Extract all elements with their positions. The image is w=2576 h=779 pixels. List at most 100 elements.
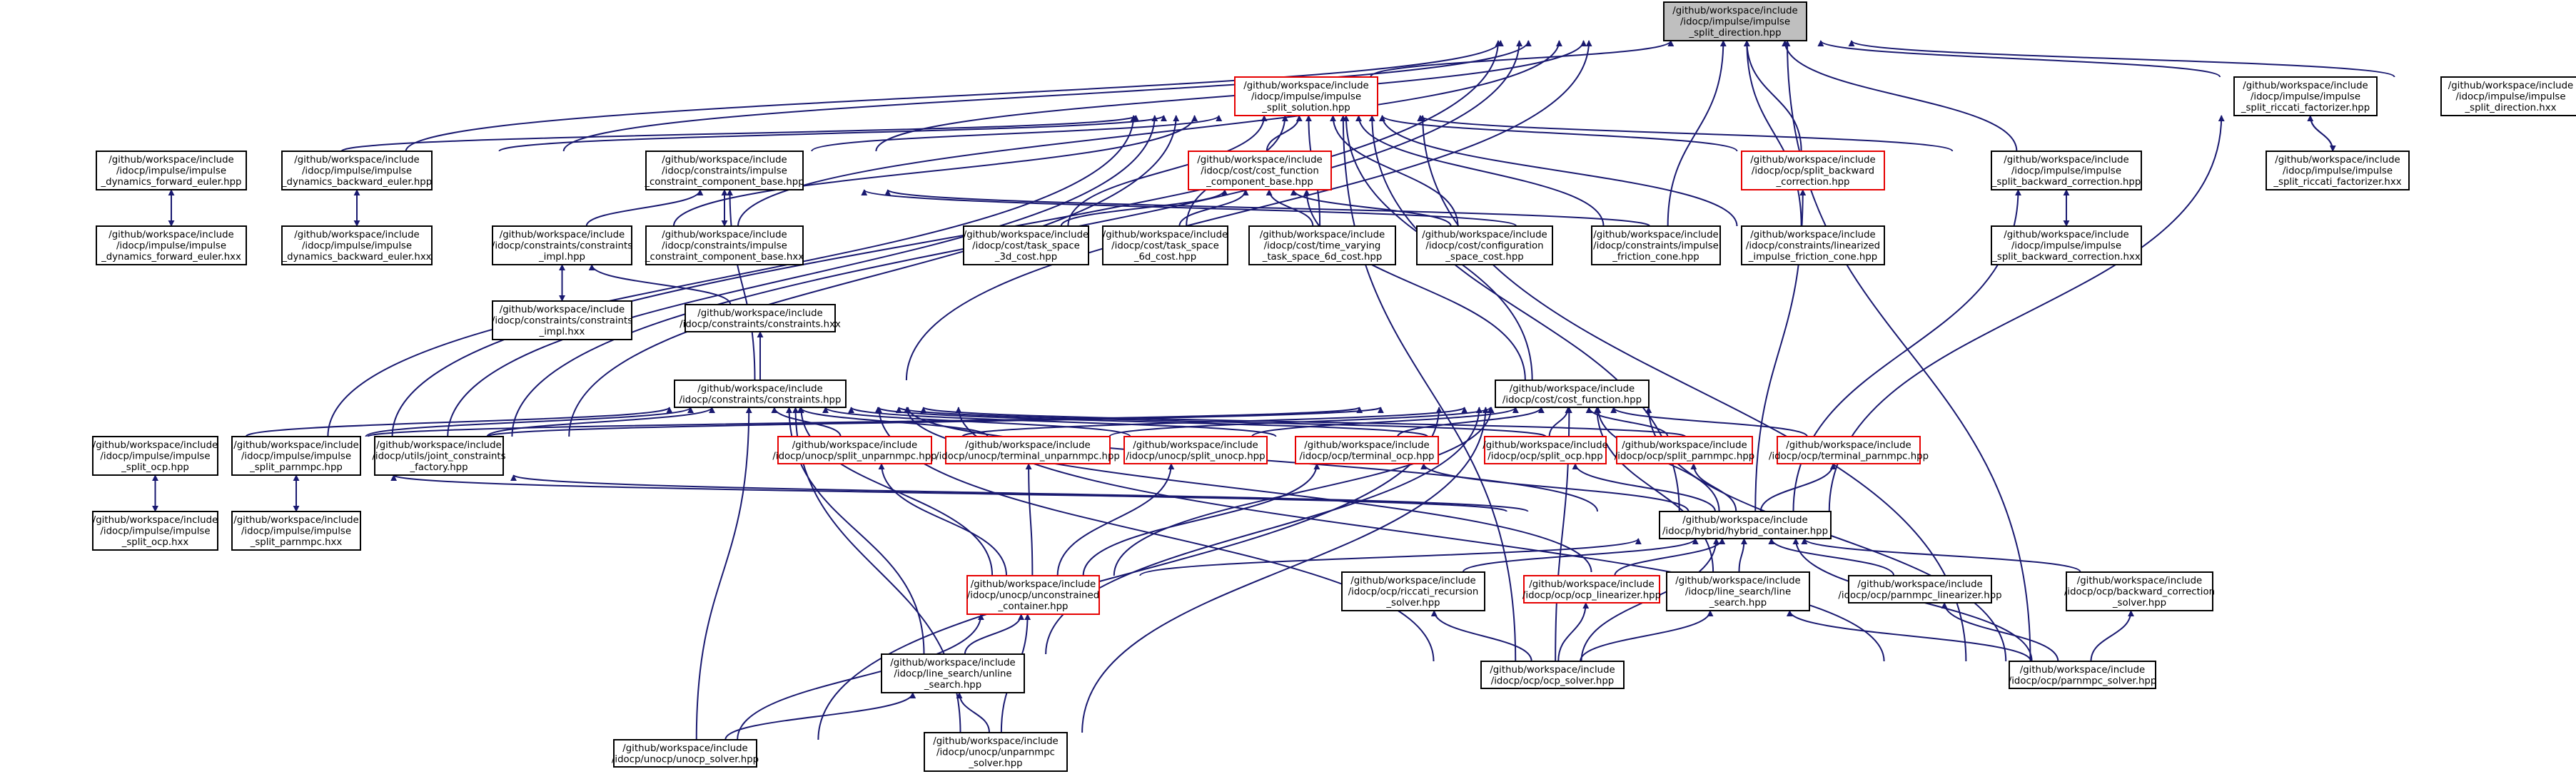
node-ricfac[interactable]: /github/workspace/include/idocp/impulse/… — [2233, 76, 2378, 116]
edge-cimpl-to-ccb — [585, 189, 704, 227]
node-label-line: _solver.hpp — [1385, 598, 1440, 609]
node-cfhpp[interactable]: /github/workspace/include/idocp/cost/cos… — [1495, 380, 1650, 408]
node-label-line: _constraint_component_base.hxx — [645, 252, 804, 263]
edge-hyb-to-ricfac — [1828, 115, 2225, 512]
node-ricfachxx[interactable]: /github/workspace/include/idocp/impulse/… — [2266, 151, 2410, 190]
node-dbehxx[interactable]: /github/workspace/include/idocp/impulse/… — [281, 225, 433, 265]
node-usu[interactable]: /github/workspace/include/idocp/unocp/sp… — [772, 436, 937, 464]
edge-uocps-to-ucont — [737, 613, 984, 740]
node-box — [96, 151, 247, 190]
node-label-line: /idocp/impulse/impulse — [2455, 92, 2565, 103]
edge-ucont-to-utu — [1025, 463, 1034, 576]
node-label-line: /idocp/impulse/impulse — [2011, 166, 2121, 177]
node-box — [777, 436, 932, 464]
node-label-line: _split_backward_correction.hpp — [1991, 177, 2141, 188]
node-cfcb[interactable]: /github/workspace/include/idocp/cost/cos… — [1188, 151, 1332, 190]
edge-dfe-to-sol — [340, 115, 1139, 152]
edge-sol-to-root — [1370, 40, 1675, 78]
node-ts3d[interactable]: /github/workspace/include/idocp/cost/tas… — [963, 225, 1089, 265]
edge-ucont-to-otocp — [1082, 463, 1320, 576]
node-cimpl[interactable]: /github/workspace/include/idocp/constrai… — [492, 225, 632, 265]
node-chpp[interactable]: /github/workspace/include/idocp/constrai… — [674, 380, 847, 408]
node-jcf[interactable]: /github/workspace/include/idocp/utils/jo… — [372, 436, 506, 476]
node-ccbhxx[interactable]: /github/workspace/include/idocp/constrai… — [645, 225, 804, 265]
node-box — [945, 436, 1111, 464]
node-hyb[interactable]: /github/workspace/include/idocp/hybrid/h… — [1659, 511, 1832, 539]
node-ospm[interactable]: /github/workspace/include/idocp/ocp/spli… — [1615, 436, 1754, 464]
node-box — [2266, 151, 2410, 190]
node-dirhxx[interactable]: /github/workspace/include/idocp/impulse/… — [2440, 76, 2576, 116]
node-dfehxx[interactable]: /github/workspace/include/idocp/impulse/… — [96, 225, 247, 265]
node-box — [1188, 151, 1332, 190]
node-ts6d[interactable]: /github/workspace/include/idocp/cost/tas… — [1102, 225, 1228, 265]
node-label-line: /idocp/constraints/constraints — [492, 241, 632, 252]
edge-jcf-to-sol — [568, 115, 1180, 437]
node-usoc[interactable]: /github/workspace/include/idocp/unocp/sp… — [1123, 436, 1268, 464]
node-cimplhxx[interactable]: /github/workspace/include/idocp/constrai… — [492, 300, 632, 340]
node-chxx[interactable]: /github/workspace/include/idocp/constrai… — [680, 304, 841, 332]
node-utu[interactable]: /github/workspace/include/idocp/unocp/te… — [936, 436, 1120, 464]
node-isocphxx[interactable]: /github/workspace/include/idocp/impulse/… — [92, 511, 218, 551]
node-root[interactable]: /github/workspace/include/idocp/impulse/… — [1663, 1, 1807, 41]
node-isocp[interactable]: /github/workspace/include/idocp/impulse/… — [92, 436, 218, 476]
node-otocp[interactable]: /github/workspace/include/idocp/ocp/term… — [1295, 436, 1439, 464]
node-unls[interactable]: /github/workspace/include/idocp/line_sea… — [881, 653, 1025, 693]
edge-utu-to-cfhpp — [1108, 407, 1494, 437]
node-box — [1295, 436, 1439, 464]
node-label-line: /idocp/impulse/impulse — [116, 166, 226, 177]
node-osocp[interactable]: /github/workspace/include/idocp/ocp/spli… — [1483, 436, 1608, 464]
node-ucont[interactable]: /github/workspace/include/idocp/unocp/un… — [966, 575, 1100, 615]
node-label-line: /github/workspace/include — [2020, 665, 2145, 676]
node-otpm[interactable]: /github/workspace/include/idocp/ocp/term… — [1769, 436, 1929, 464]
node-isbc[interactable]: /github/workspace/include/idocp/impulse/… — [1991, 151, 2142, 190]
node-dbe[interactable]: /github/workspace/include/idocp/impulse/… — [281, 151, 433, 190]
node-label-line: /idocp/constraints/constraints — [492, 316, 632, 327]
node-olin[interactable]: /github/workspace/include/idocp/ocp/ocp_… — [1522, 575, 1661, 604]
node-label-line: /github/workspace/include — [1260, 230, 1385, 240]
node-isbchxx[interactable]: /github/workspace/include/idocp/impulse/… — [1991, 225, 2142, 265]
node-ispmpc[interactable]: /github/workspace/include/idocp/impulse/… — [231, 436, 361, 476]
node-label-line: /github/workspace/include — [1490, 665, 1615, 676]
node-box — [1523, 575, 1660, 604]
node-ccb[interactable]: /github/workspace/include/idocp/constrai… — [644, 151, 804, 190]
node-uocps[interactable]: /github/workspace/include/idocp/unocp/un… — [612, 739, 759, 768]
node-box — [924, 732, 1068, 772]
node-upms[interactable]: /github/workspace/include/idocp/unocp/un… — [924, 732, 1068, 772]
node-label-line: /github/workspace/include — [2004, 230, 2128, 240]
node-label-line: /github/workspace/include — [294, 230, 419, 240]
edge-isocp-to-cfhpp — [367, 407, 1363, 437]
node-sbc[interactable]: /github/workspace/include/idocp/ocp/spli… — [1741, 151, 1885, 190]
node-label-line: _component_base.hpp — [1206, 177, 1313, 188]
edge-otocp-to-cfhpp — [1397, 407, 1545, 437]
edge-chxx-to-cimpl — [588, 264, 732, 305]
node-label-line: /github/workspace/include — [108, 155, 233, 166]
node-lsls[interactable]: /github/workspace/include/idocp/line_sea… — [1666, 571, 1810, 611]
edge-ts3d-to-cfcb — [1060, 189, 1228, 227]
edge-upms-to-cfhpp — [1081, 407, 1489, 733]
edge-pms-to-bcs — [2090, 610, 2134, 662]
node-tvts6d[interactable]: /github/workspace/include/idocp/cost/tim… — [1248, 225, 1396, 265]
node-ispmpchxx[interactable]: /github/workspace/include/idocp/impulse/… — [231, 511, 361, 551]
node-label-line: /github/workspace/include — [1672, 6, 1797, 16]
node-ocps[interactable]: /github/workspace/include/idocp/ocp/ocp_… — [1480, 661, 1625, 689]
node-dfe[interactable]: /github/workspace/include/idocp/impulse/… — [96, 151, 247, 190]
node-box — [281, 225, 433, 265]
node-label-line: /github/workspace/include — [1529, 579, 1654, 590]
node-lifc[interactable]: /github/workspace/include/idocp/constrai… — [1741, 225, 1885, 265]
node-box — [1663, 1, 1807, 41]
edge-ifc-to-sol — [1355, 115, 1605, 227]
node-pms[interactable]: /github/workspace/include/idocp/ocp/parn… — [2009, 661, 2157, 689]
node-sol[interactable]: /github/workspace/include/idocp/impulse/… — [1234, 76, 1378, 116]
node-box — [645, 151, 804, 190]
node-rrs[interactable]: /github/workspace/include/idocp/ocp/ricc… — [1341, 571, 1485, 611]
node-cscost[interactable]: /github/workspace/include/idocp/cost/con… — [1416, 225, 1553, 265]
node-label-line: _dynamics_forward_euler.hpp — [101, 177, 242, 188]
node-label-line: /idocp/unocp/split_unparnmpc.hpp — [772, 451, 936, 462]
node-label-line: /github/workspace/include — [1510, 384, 1635, 394]
node-bcs[interactable]: /github/workspace/include/idocp/ocp/back… — [2064, 571, 2215, 611]
node-box — [231, 511, 361, 551]
node-label-line: /idocp/ocp/parnmpc_solver.hpp — [2009, 676, 2157, 686]
node-pmlin[interactable]: /github/workspace/include/idocp/ocp/parn… — [1838, 575, 2002, 604]
node-label-line: /github/workspace/include — [2243, 81, 2368, 91]
node-ifc[interactable]: /github/workspace/include/idocp/constrai… — [1591, 225, 1721, 265]
